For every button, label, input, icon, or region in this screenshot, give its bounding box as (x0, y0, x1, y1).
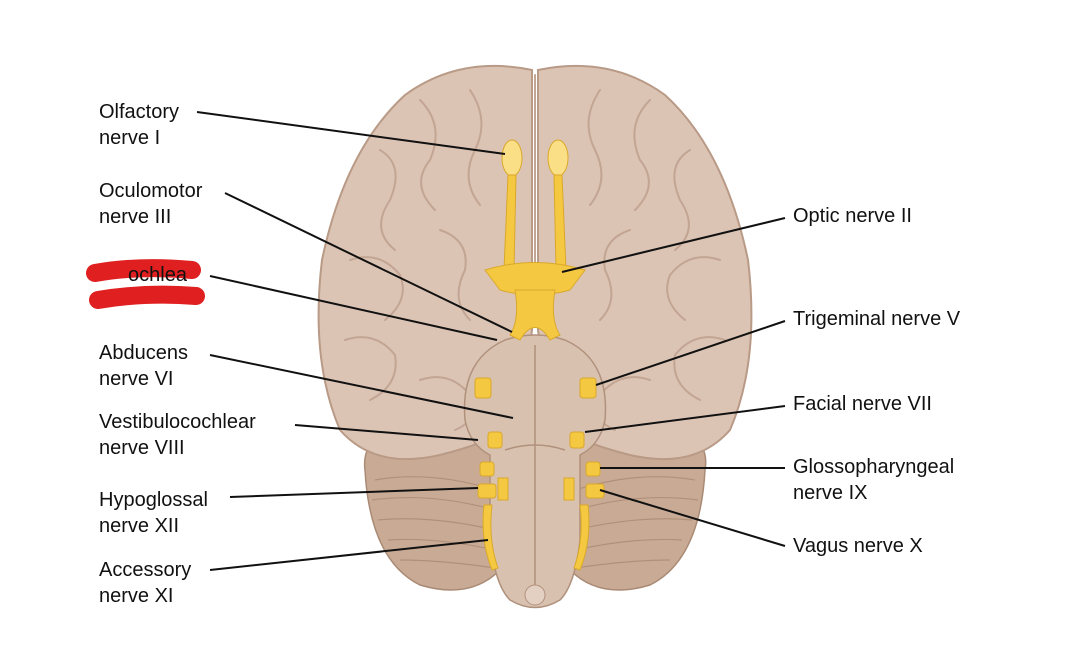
leader-facial (584, 405, 786, 433)
label-trigeminal-nerve: Trigeminal nerve V (793, 308, 961, 330)
leader-oculomotor (224, 192, 513, 333)
leader-trochlear (209, 275, 498, 341)
label-trochlear-redacted: ochlea (128, 264, 187, 286)
leader-olfactory (196, 111, 506, 155)
label-oculomotor-nerve: Oculomotor nerve III (99, 180, 203, 228)
leader-accessory (209, 539, 489, 571)
cerebellum (363, 419, 707, 591)
label-vestibulocochlear-nerve: Vestibulocochlear nerve VIII (99, 411, 256, 459)
label-olfactory-nerve: Olfactory nerve I (99, 101, 180, 149)
label-abducens-nerve: Abducens nerve VI (99, 342, 188, 390)
cranial-nerves (474, 139, 605, 571)
label-facial-nerve: Facial nerve VII (793, 393, 932, 415)
leader-trigeminal (595, 320, 786, 386)
leader-vagus (599, 489, 786, 547)
brainstem (463, 334, 607, 609)
label-accessory-nerve: Accessory nerve XI (99, 559, 192, 607)
leader-vestibulocochlear (294, 424, 479, 441)
leader-abducens (209, 354, 514, 419)
label-hypoglossal-nerve: Hypoglossal nerve XII (99, 489, 208, 537)
label-glossopharyngeal-nerve: Glossopharyngeal nerve IX (793, 456, 955, 504)
redaction-marks (86, 259, 205, 309)
label-optic-nerve: Optic nerve II (793, 205, 912, 227)
label-vagus-nerve: Vagus nerve X (793, 535, 923, 557)
leader-optic (561, 217, 786, 273)
leader-hypoglossal (229, 487, 479, 498)
leader-lines (196, 111, 786, 571)
